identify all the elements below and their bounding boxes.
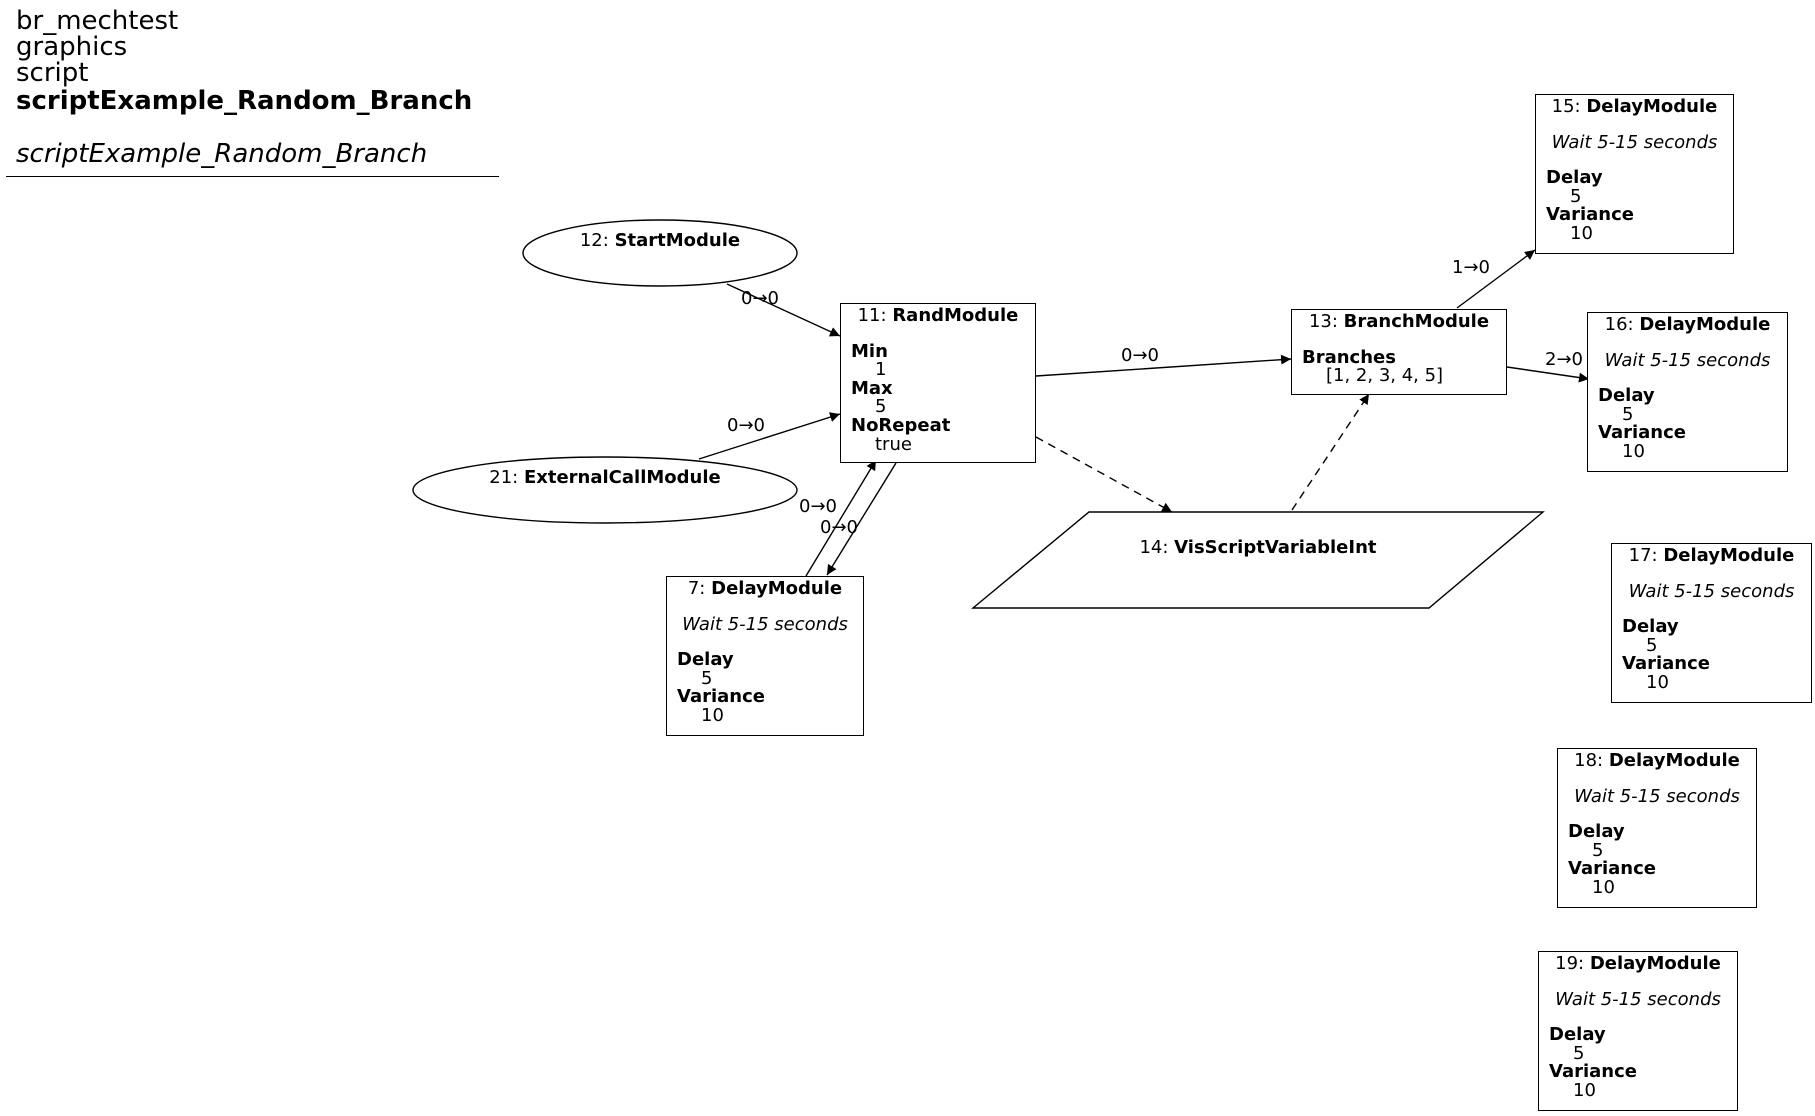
prop-value: 5 [875, 396, 887, 418]
prop-value: 5 [1592, 839, 1604, 861]
node-13-branch-module[interactable]: 13: BranchModule Branches [1, 2, 3, 4, 5… [1291, 309, 1507, 395]
prop-value: 10 [1622, 440, 1645, 462]
prop-value: 5 [1646, 634, 1658, 656]
node-id: 19: [1555, 953, 1585, 974]
node-id: 13: [1308, 311, 1338, 332]
node-description: Wait 5-15 seconds [1628, 580, 1795, 602]
edge-11-7 [826, 462, 897, 576]
prop-value: 1 [875, 359, 887, 381]
prop-value: [1, 2, 3, 4, 5] [1326, 365, 1444, 387]
external-call-module-shape [412, 456, 798, 524]
prop-key: Delay [1549, 1024, 1606, 1046]
prop-value: 10 [1592, 876, 1615, 898]
edge-13-16 [1506, 366, 1590, 383]
edge-label-11-13: 0→0 [1121, 345, 1159, 366]
prop-value: true [875, 433, 912, 455]
prop-key: Delay [677, 649, 734, 671]
edge-21-11 [698, 412, 841, 460]
node-name: DelayModule [1608, 750, 1740, 771]
node-name: DelayModule [1639, 314, 1771, 335]
node-id: 18: [1574, 750, 1604, 771]
edge-label-13-16: 2→0 [1545, 349, 1583, 370]
prop-value: 10 [701, 704, 724, 726]
node-name: DelayModule [711, 578, 843, 599]
edge-12-11 [726, 283, 841, 337]
prop-value: 10 [1573, 1079, 1596, 1101]
node-description: Wait 5-15 seconds [1574, 785, 1740, 807]
node-id: 16: [1604, 314, 1634, 335]
vis-script-variable-shape [971, 511, 1545, 609]
node-7-delay-module[interactable]: 7: DelayModule Wait 5-15 seconds Delay 5… [666, 576, 864, 736]
prop-value: 10 [1570, 222, 1593, 244]
prop-key: Variance [1568, 858, 1656, 880]
prop-key: Delay [1568, 821, 1625, 843]
header-line-3: script [16, 58, 89, 88]
graph-subtitle: scriptExample_Random_Branch [16, 139, 428, 169]
node-name: DelayModule [1589, 953, 1721, 974]
node-id: 21: [489, 467, 519, 488]
start-module-shape [522, 219, 798, 287]
edge-label-13-15: 1→0 [1452, 257, 1490, 278]
node-description: Wait 5-15 seconds [1604, 349, 1771, 371]
prop-value: 5 [701, 667, 713, 689]
prop-value: 5 [1570, 185, 1582, 207]
edge-label-12-11: 0→0 [741, 288, 779, 309]
node-name: DelayModule [1586, 96, 1718, 117]
prop-key: Max [851, 377, 893, 399]
graph-title: scriptExample_Random_Branch [16, 86, 473, 116]
header-line-1: br_mechtest [16, 6, 179, 36]
edge-label-7-11: 0→0 [799, 496, 837, 517]
edge-7-11 [805, 459, 877, 577]
edge-label-21-11: 0→0 [727, 415, 765, 436]
node-15-delay-module[interactable]: 15: DelayModule Wait 5-15 seconds Delay … [1535, 94, 1734, 254]
node-21-external-call-module[interactable]: 21: ExternalCallModule [413, 467, 797, 488]
prop-key: Branches [1302, 346, 1396, 368]
prop-key: Variance [1598, 422, 1686, 444]
node-12-start-module[interactable]: 12: StartModule [523, 230, 797, 251]
node-11-rand-module[interactable]: 11: RandModule Min 1 Max 5 NoRepeat true [840, 303, 1036, 463]
node-description: Wait 5-15 seconds [682, 613, 848, 635]
prop-key: Variance [1546, 204, 1634, 226]
header-line-2: graphics [16, 32, 128, 62]
node-18-delay-module[interactable]: 18: DelayModule Wait 5-15 seconds Delay … [1557, 748, 1757, 908]
prop-key: Delay [1598, 385, 1655, 407]
node-name: DelayModule [1663, 545, 1795, 566]
prop-key: Variance [677, 686, 765, 708]
node-id: 17: [1628, 545, 1658, 566]
node-name: BranchModule [1343, 311, 1490, 332]
edge-label-11-7: 0→0 [820, 517, 858, 538]
prop-value: 10 [1646, 671, 1669, 693]
node-name: VisScriptVariableInt [1174, 537, 1377, 558]
node-name: ExternalCallModule [523, 467, 721, 488]
node-id: 7: [687, 578, 706, 599]
prop-key: Delay [1546, 167, 1603, 189]
edge-13-15 [1456, 249, 1536, 309]
prop-key: Variance [1622, 653, 1710, 675]
node-17-delay-module[interactable]: 17: DelayModule Wait 5-15 seconds Delay … [1611, 543, 1812, 703]
node-id: 14: [1139, 537, 1169, 558]
node-id: 12: [579, 230, 609, 251]
header-divider [6, 176, 499, 177]
prop-key: Variance [1549, 1061, 1637, 1083]
node-name: RandModule [892, 305, 1019, 326]
edge-11-13 [1035, 354, 1292, 377]
prop-value: 5 [1622, 403, 1634, 425]
edge-11-14 [1035, 436, 1173, 513]
prop-key: Delay [1622, 616, 1679, 638]
prop-value: 5 [1573, 1042, 1585, 1064]
prop-key: Min [851, 340, 888, 362]
node-description: Wait 5-15 seconds [1555, 988, 1721, 1010]
node-14-vis-script-variable-int[interactable]: 14: VisScriptVariableInt [973, 537, 1543, 558]
edge-14-13 [1291, 393, 1370, 511]
prop-key: NoRepeat [851, 414, 951, 436]
node-name: StartModule [614, 230, 741, 251]
node-id: 11: [857, 305, 887, 326]
node-16-delay-module[interactable]: 16: DelayModule Wait 5-15 seconds Delay … [1587, 312, 1788, 472]
node-description: Wait 5-15 seconds [1551, 131, 1718, 153]
node-19-delay-module[interactable]: 19: DelayModule Wait 5-15 seconds Delay … [1538, 951, 1738, 1111]
node-id: 15: [1551, 96, 1581, 117]
